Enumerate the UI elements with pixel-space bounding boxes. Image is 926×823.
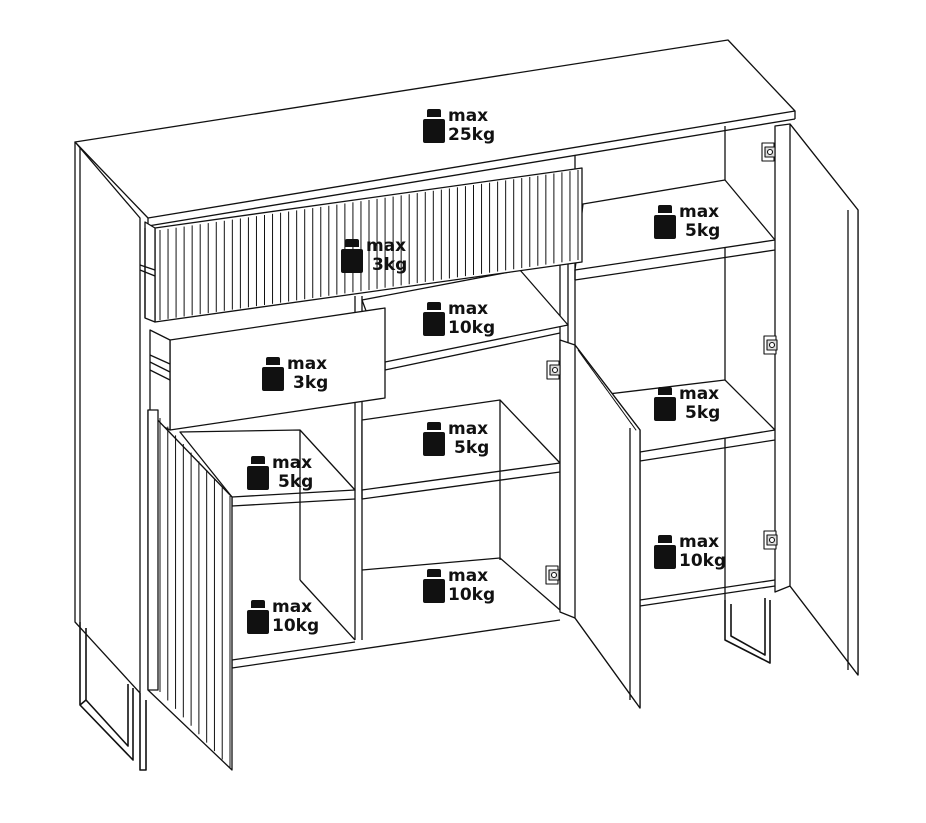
label-top-line2: 25kg [448,125,496,145]
weight-icon [654,205,676,239]
label-top-line1: max [448,106,489,126]
label-right-top-line2: 5kg [685,221,721,241]
label-center-bottom-line1: max [448,566,489,586]
hinge-icon [546,360,561,380]
left-door [147,409,233,771]
weight-icon [247,456,269,490]
flute-line [592,369,598,378]
center-door [559,339,641,709]
label-left-bottom-line1: max [272,597,313,617]
weight-icon [423,109,445,143]
weight-icon [423,569,445,603]
hinge-icon [761,142,776,162]
weight-icon [423,422,445,456]
label-left-mid-line2: 5kg [278,472,314,492]
flute-line [587,363,594,371]
flute-line [601,383,608,391]
flute-line [625,416,632,424]
flute-line [577,349,584,358]
flute-line [630,423,637,431]
hinge-icon [545,565,560,585]
left-door-flutes [159,418,231,768]
label-right-top-line1: max [679,202,720,222]
right-door [774,123,859,676]
label-drawer-top-line2: 3kg [372,255,408,275]
flute-line [606,389,613,398]
flute-line [596,376,603,384]
label-right-bottom-line1: max [679,532,720,552]
center-door-flutes [577,349,637,431]
label-drawer-bottom-line1: max [287,354,328,374]
hinge-icon [763,335,778,355]
weight-icon [654,535,676,569]
flute-line [611,396,618,404]
flute-line [621,409,627,418]
label-center-mid-line1: max [448,419,489,439]
left-side-panel [74,141,141,694]
label-drawer-bottom-line2: 3kg [293,373,329,393]
label-center-upper-line2: 10kg [448,318,496,338]
label-center-bottom-line2: 10kg [448,585,496,605]
left-leg-frame [79,622,147,771]
flute-line [582,356,589,364]
top-drawer-flutes [159,170,579,320]
label-right-bottom-line2: 10kg [679,551,727,571]
label-left-bottom-line2: 10kg [272,616,320,636]
flute-line [616,403,623,411]
label-right-mid-line2: 5kg [685,403,721,423]
label-right-mid-line1: max [679,384,720,404]
label-left-mid-line1: max [272,453,313,473]
label-center-mid-line2: 5kg [454,438,490,458]
right-leg-frame [724,598,771,664]
weight-icon [262,357,284,391]
hinge-icon [763,530,778,550]
weight-icon [247,600,269,634]
weight-icon [654,387,676,421]
label-drawer-top-line1: max [366,236,407,256]
label-center-upper-line1: max [448,299,489,319]
weight-icon [341,239,363,273]
weight-icon [423,302,445,336]
hinges [545,142,778,585]
